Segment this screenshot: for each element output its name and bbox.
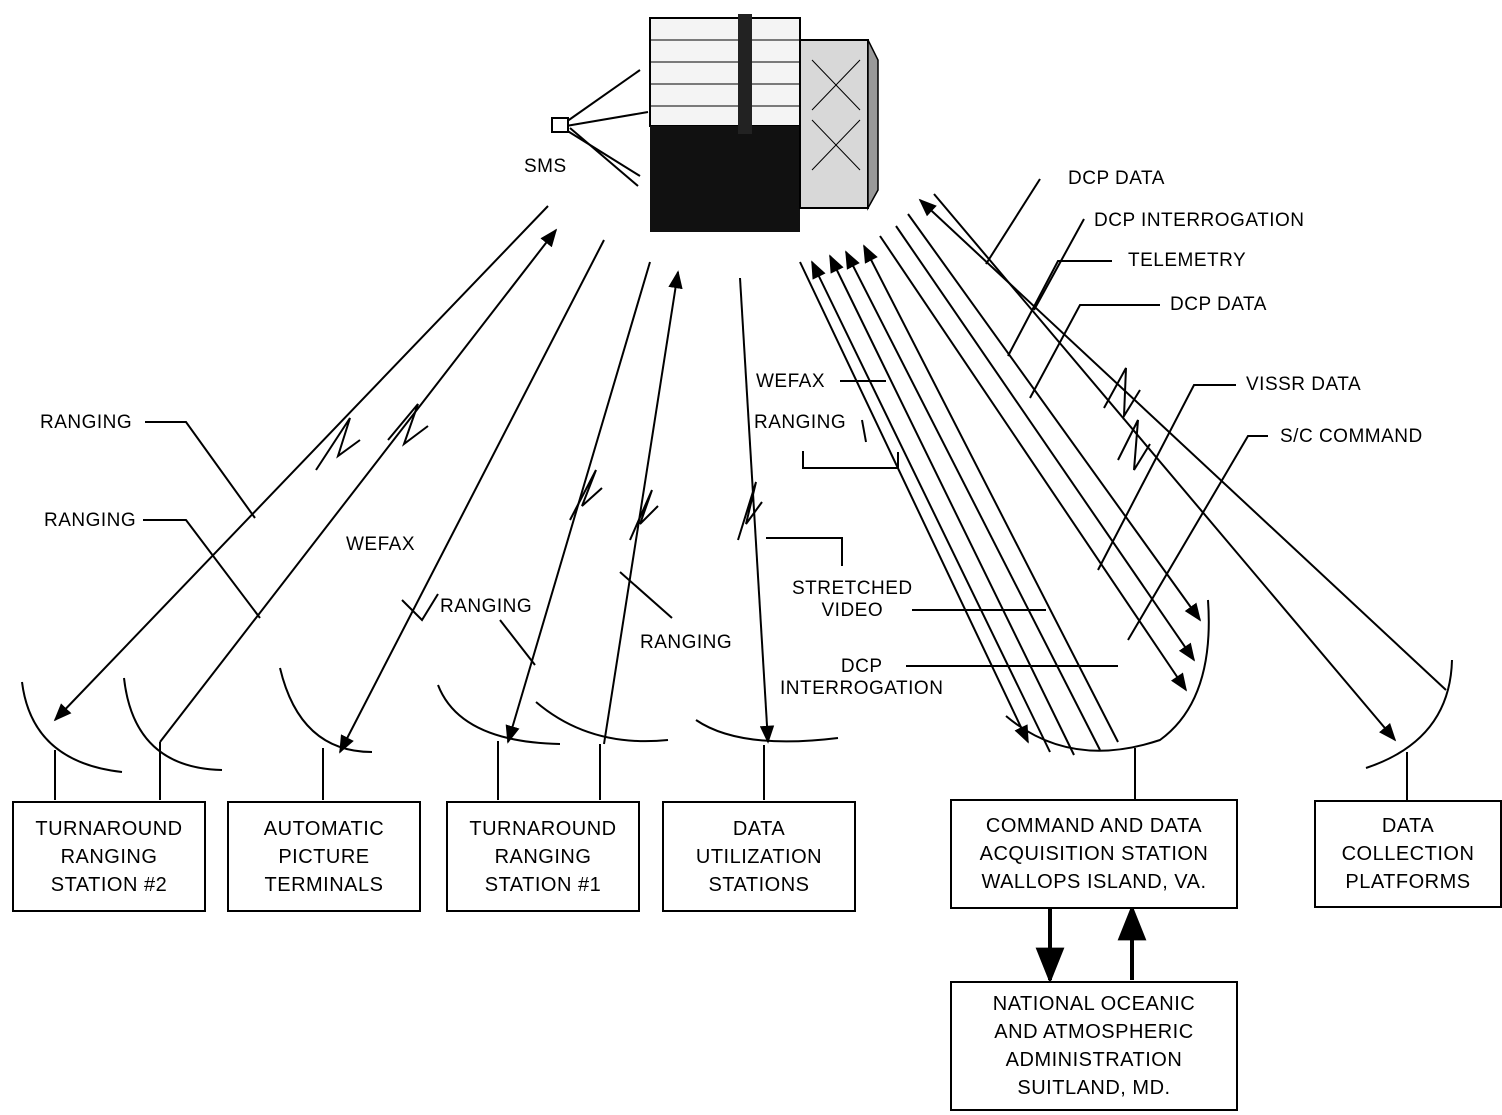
dish-dus — [695, 719, 839, 800]
label-dcp-interrogation-top: DCP INTERROGATION — [1094, 210, 1305, 231]
station-box-noaa: NATIONAL OCEANIC AND ATMOSPHERIC ADMINIS… — [950, 981, 1238, 1111]
station-box-trs2: TURNAROUND RANGING STATION #2 — [12, 801, 206, 912]
satellite-label: SMS — [524, 156, 567, 177]
station-box-trs1: TURNAROUND RANGING STATION #1 — [446, 801, 640, 912]
dish-trs2 — [21, 681, 123, 800]
station-label-dus: DATA UTILIZATION STATIONS — [695, 817, 823, 896]
satellite-sms — [551, 14, 879, 232]
label-ranging-right: RANGING — [754, 412, 847, 433]
dish-trs1b — [535, 701, 669, 800]
station-box-apt: AUTOMATIC PICTURE TERMINALS — [227, 801, 421, 912]
station-box-cda: COMMAND AND DATA ACQUISITION STATION WAL… — [950, 799, 1238, 909]
label-dcp-data-mid: DCP DATA — [1170, 294, 1267, 315]
label-ranging-3: RANGING — [440, 596, 533, 617]
station-label-dcp: DATA COLLECTION PLATFORMS — [1341, 815, 1475, 893]
label-ranging-1: RANGING — [40, 412, 133, 433]
station-box-dcp: DATA COLLECTION PLATFORMS — [1314, 800, 1502, 908]
label-sc-command: S/C COMMAND — [1280, 426, 1423, 447]
link-lines — [53, 178, 1447, 984]
station-label-trs2: TURNAROUND RANGING STATION #2 — [35, 817, 183, 896]
dish-trs2b — [123, 677, 223, 800]
dish-dcp — [1365, 659, 1453, 800]
dish-cda — [1005, 599, 1210, 800]
station-label-apt: AUTOMATIC PICTURE TERMINALS — [263, 817, 385, 896]
station-box-dus: DATA UTILIZATION STATIONS — [662, 801, 856, 912]
label-telemetry: TELEMETRY — [1128, 250, 1247, 271]
station-label-noaa: NATIONAL OCEANIC AND ATMOSPHERIC ADMINIS… — [992, 993, 1196, 1099]
label-dcp-interrogation-lower: DCP INTERROGATION — [780, 656, 944, 699]
label-ranging-2: RANGING — [44, 510, 137, 531]
station-label-trs1: TURNAROUND RANGING STATION #1 — [469, 817, 617, 896]
label-dcp-data-top: DCP DATA — [1068, 168, 1165, 189]
label-wefax-left: WEFAX — [346, 534, 416, 555]
label-wefax-right: WEFAX — [756, 371, 826, 392]
dish-apt — [279, 667, 373, 800]
label-stretched-video: STRETCHED VIDEO — [792, 578, 913, 621]
label-vissr-data: VISSR DATA — [1246, 374, 1362, 395]
station-label-cda: COMMAND AND DATA ACQUISITION STATION WAL… — [979, 815, 1209, 893]
label-ranging-4: RANGING — [640, 632, 733, 653]
dish-trs1 — [437, 684, 561, 800]
